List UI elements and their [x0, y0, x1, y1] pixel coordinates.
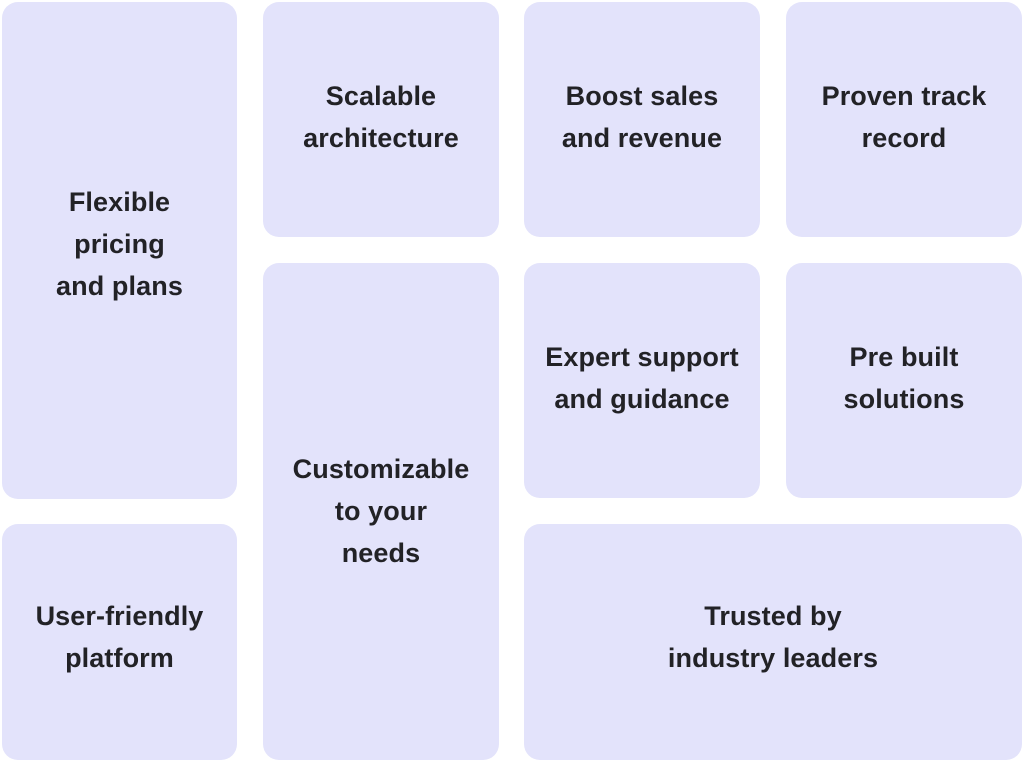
- tile-flexible-pricing: Flexible pricing and plans: [2, 2, 237, 499]
- tile-boost-sales: Boost sales and revenue: [524, 2, 760, 237]
- tile-expert-support: Expert support and guidance: [524, 263, 760, 498]
- tile-user-friendly-label: User-friendly platform: [35, 601, 204, 673]
- tile-customizable-label: Customizable to your needs: [292, 453, 470, 568]
- tile-flexible-pricing-label: Flexible pricing and plans: [56, 186, 183, 301]
- tile-scalable-architecture: Scalable architecture: [263, 2, 499, 237]
- tile-trusted-by-label: Trusted by industry leaders: [667, 601, 879, 673]
- tile-trusted-by: Trusted by industry leaders: [524, 524, 1022, 760]
- tile-boost-sales-label: Boost sales and revenue: [561, 80, 723, 153]
- tile-proven-track-record: Proven track record: [786, 2, 1022, 237]
- tile-pre-built-solutions: Pre built solutions: [786, 263, 1022, 498]
- tile-proven-track-record-label: Proven track record: [821, 80, 987, 153]
- tile-customizable: Customizable to your needs: [263, 263, 499, 760]
- tile-user-friendly: User-friendly platform: [2, 524, 237, 760]
- tile-scalable-architecture-label: Scalable architecture: [303, 80, 459, 153]
- tile-expert-support-label: Expert support and guidance: [545, 341, 739, 414]
- tile-pre-built-solutions-label: Pre built solutions: [843, 341, 965, 414]
